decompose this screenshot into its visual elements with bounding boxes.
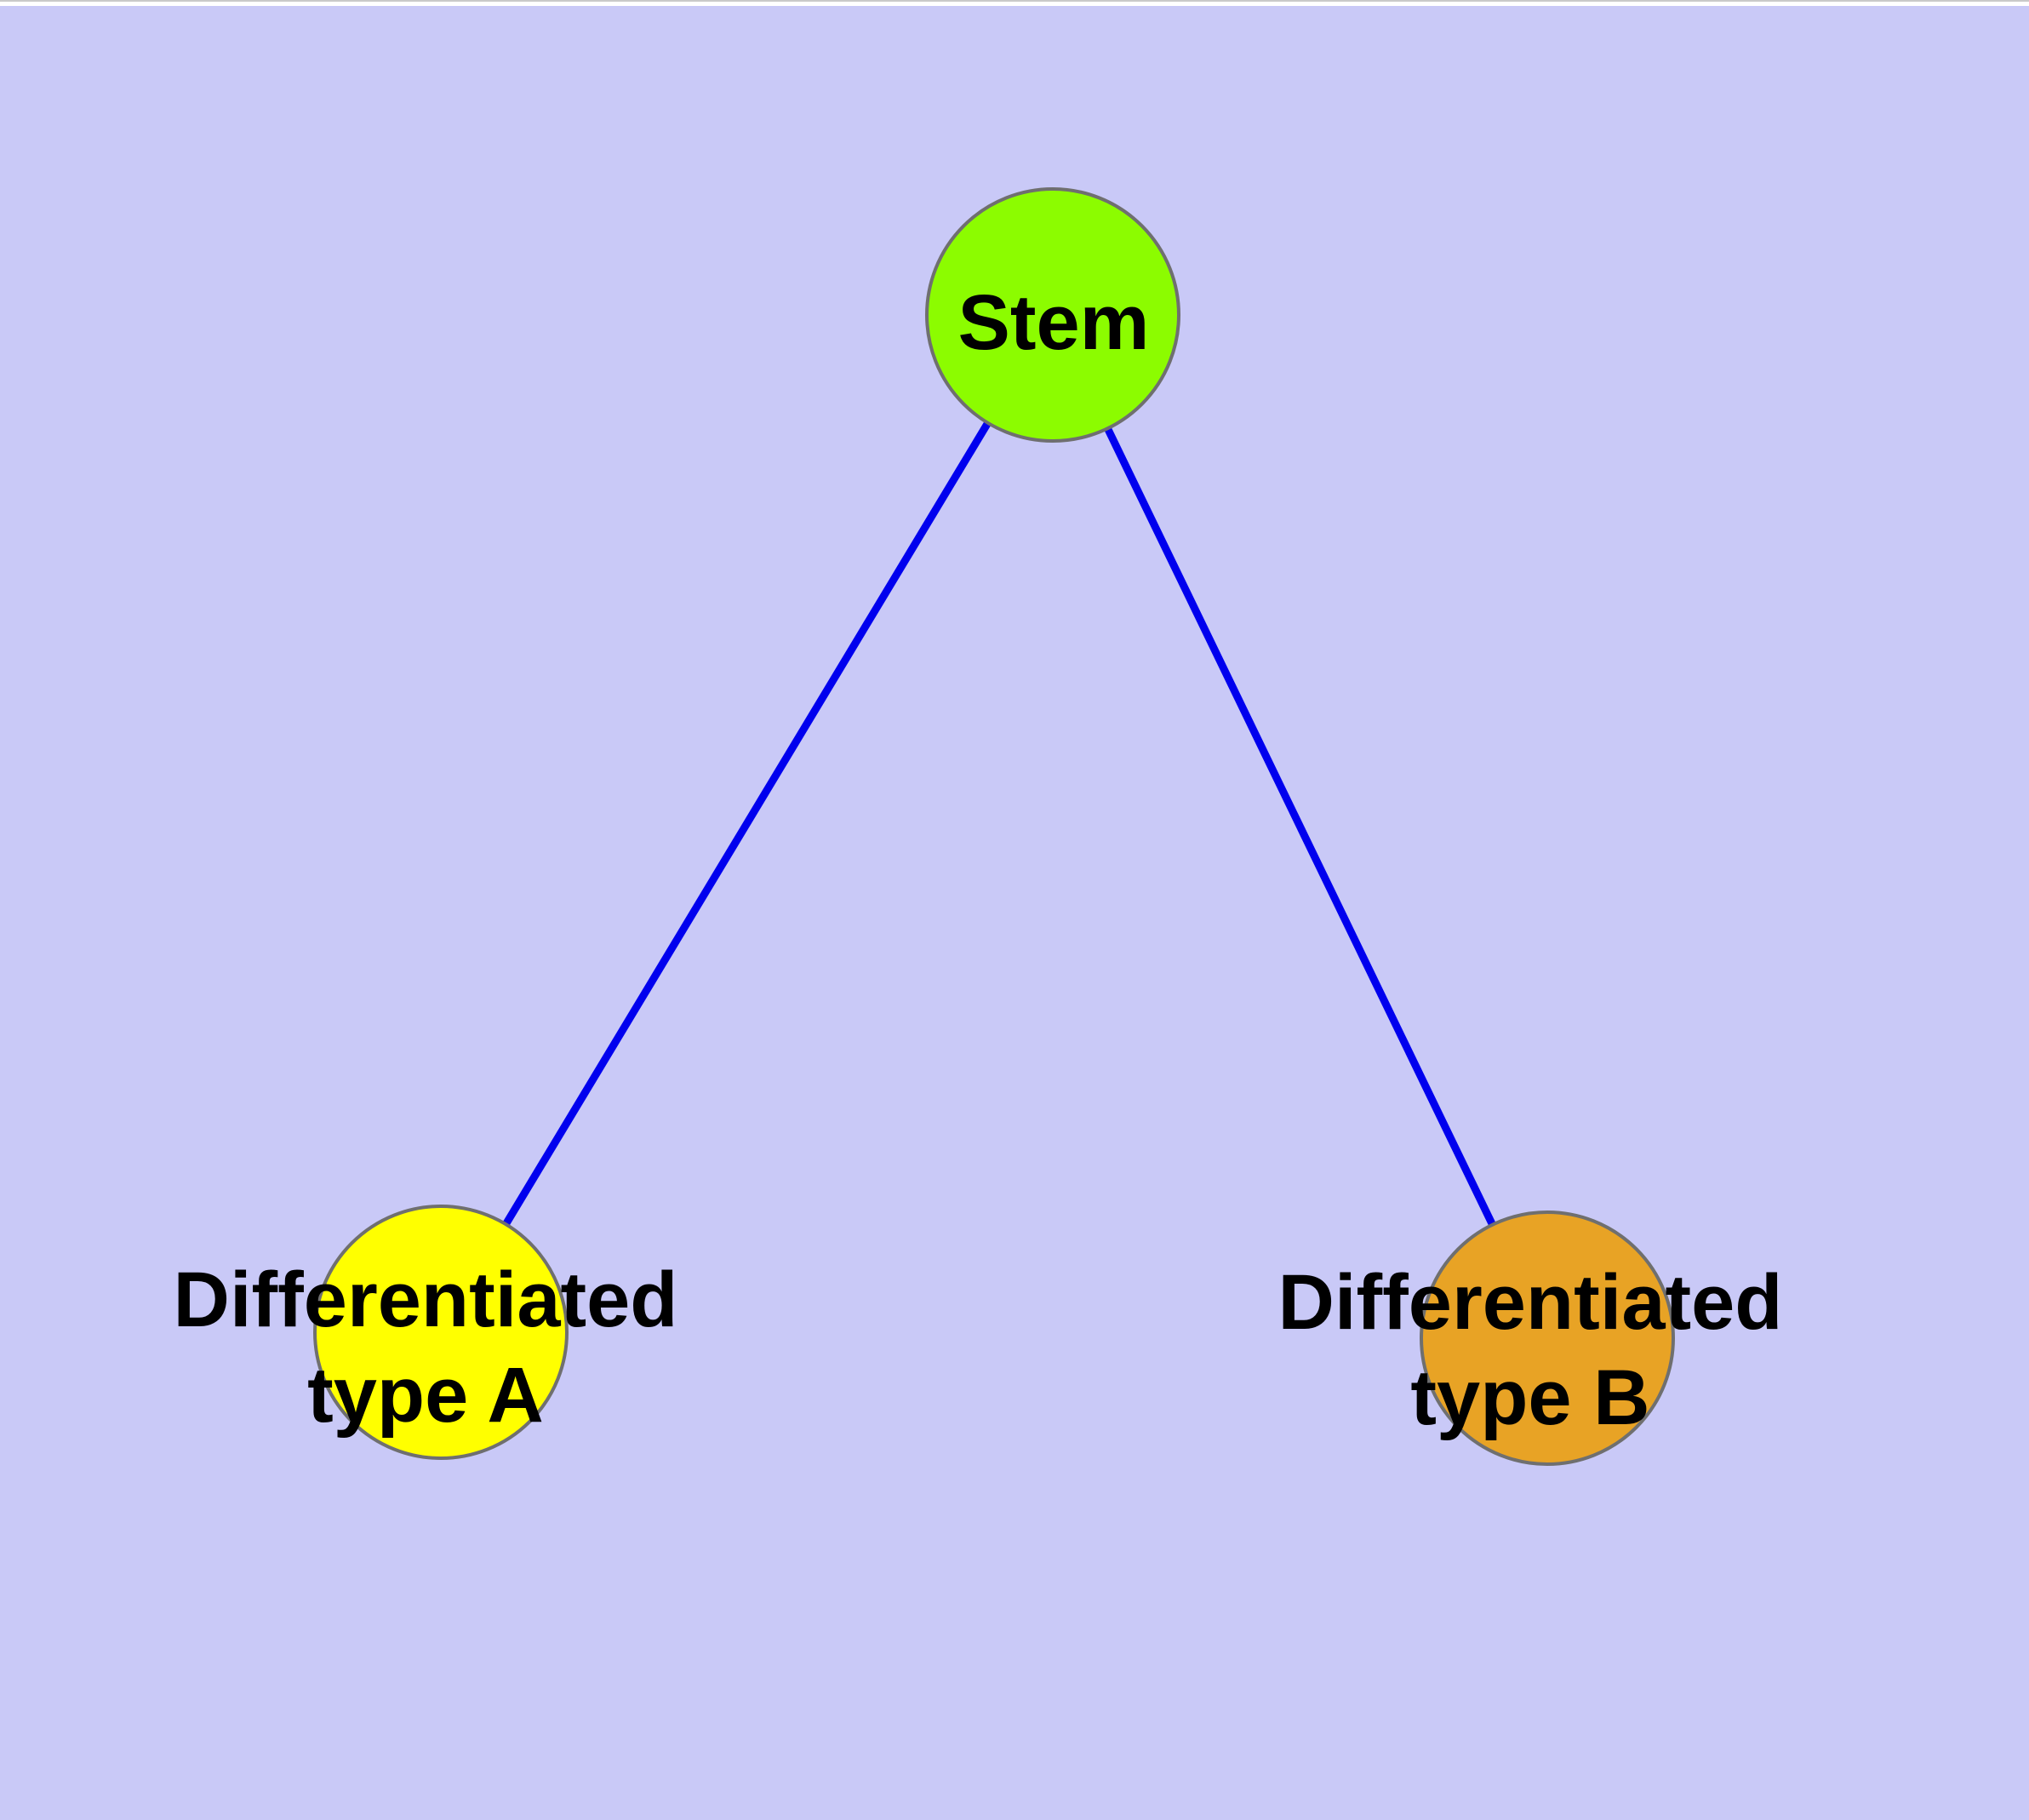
top-border-line — [0, 0, 2029, 2]
node-differentiated-type-b — [1420, 1210, 1675, 1466]
node-differentiated-type-a — [313, 1205, 569, 1460]
node-label-stem: Stem — [957, 279, 1150, 366]
top-margin-strip — [0, 2, 2029, 6]
edge-stem-to-type-b — [1049, 313, 1552, 1340]
node-stem — [925, 187, 1180, 443]
node-label-differentiated-type-a: Differentiated type A — [173, 1256, 678, 1439]
edge-stem-to-type-a — [437, 312, 1056, 1335]
node-label-differentiated-type-b: Differentiated type B — [1277, 1259, 1783, 1441]
